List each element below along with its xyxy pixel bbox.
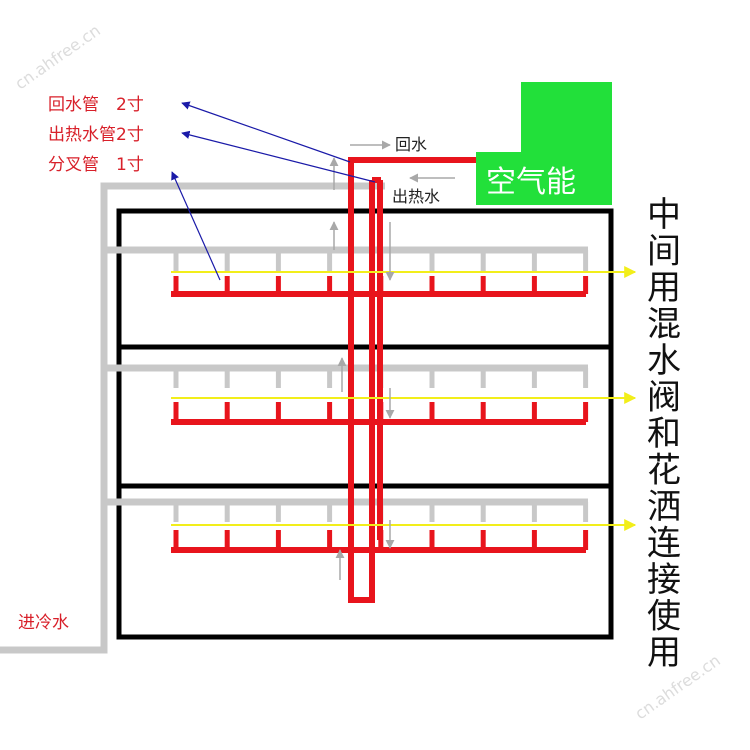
cold-branches [104,246,589,522]
mix-lines [171,266,637,531]
air-source-unit [476,82,612,205]
unit-label: 空气能 [486,165,576,200]
watermark-top: cn.ahfree.cn [11,21,103,94]
side-note-char: 接 [647,560,681,600]
callout-hot-pipe [181,130,376,183]
side-note-char: 洒 [647,487,681,527]
label-hot-water-out: 出热水 [392,187,440,206]
label-branch-pipe: 分叉管 1寸 [48,155,144,175]
side-note-char: 和 [647,414,681,454]
side-note-char: 中 [647,195,681,235]
callout-branch-pipe [171,171,221,281]
side-note: 中间用混水阀和花洒连接使用 [647,195,681,673]
side-note-char: 混 [647,305,681,345]
side-note-char: 间 [647,232,681,272]
side-note-char: 用 [647,633,681,673]
label-cold-in: 进冷水 [18,613,69,633]
hot-drops [173,276,589,550]
flow-arrows [329,140,455,580]
label-return-pipe: 回水管 2寸 [48,95,144,115]
hot-branches [171,276,589,553]
callout-return-pipe [181,101,351,163]
side-note-char: 连 [647,524,681,564]
label-hot-pipe: 出热水管2寸 [48,125,144,145]
side-note-char: 使 [647,597,681,637]
cold-drops [173,250,589,522]
label-return-water: 回水 [395,135,427,154]
side-note-char: 花 [647,451,681,491]
side-note-char: 用 [647,268,681,308]
side-note-char: 水 [647,341,681,381]
callouts [171,101,376,281]
cold-water-main [0,182,385,654]
building-frame [116,208,614,640]
hot-water-riser [348,157,476,603]
side-note-char: 阀 [647,378,681,418]
